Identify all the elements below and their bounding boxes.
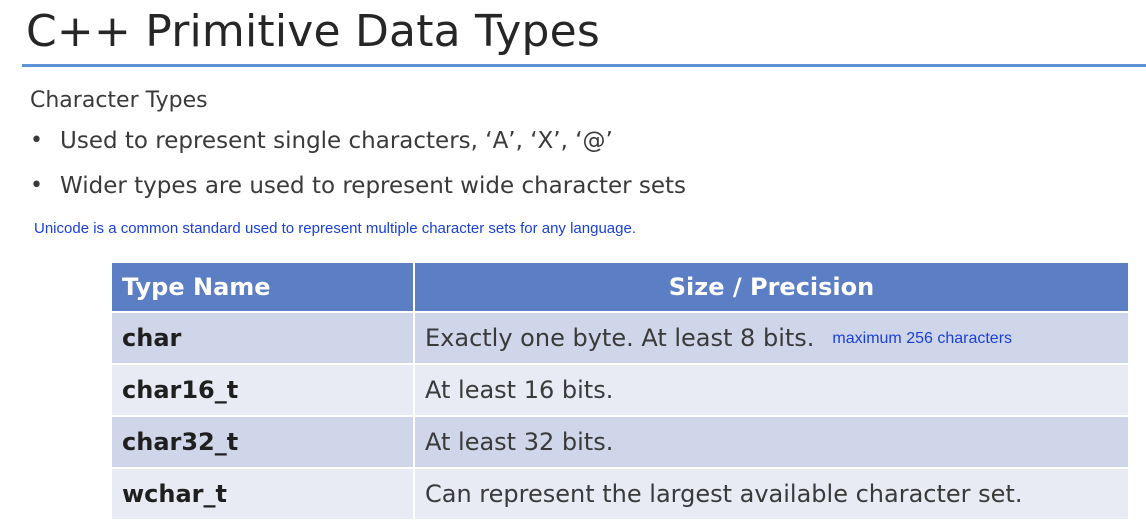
section-subtitle: Character Types	[30, 88, 208, 113]
bullet-dot-icon: •	[30, 173, 43, 198]
header-size-precision: Size / Precision	[414, 263, 1128, 312]
bullet-text: Wider types are used to represent wide c…	[60, 173, 687, 199]
table-row: char16_t At least 16 bits.	[112, 363, 1128, 416]
size-text: At least 32 bits.	[425, 428, 614, 456]
table-row: char Exactly one byte. At least 8 bits. m…	[112, 311, 1128, 364]
size-text: Can represent the largest available char…	[425, 480, 1023, 508]
size-cell: Exactly one byte. At least 8 bits. maximu…	[414, 311, 1128, 364]
bullet-item: • Used to represent single characters, ‘…	[30, 128, 686, 154]
header-type-name: Type Name	[112, 263, 415, 312]
bullet-text: Used to represent single characters, ‘A’…	[60, 128, 613, 154]
size-text: Exactly one byte. At least 8 bits.	[425, 324, 815, 352]
type-name-cell: char	[112, 311, 415, 364]
size-cell: At least 16 bits.	[414, 363, 1128, 416]
bullet-item: • Wider types are used to represent wide…	[30, 173, 686, 199]
table-row: wchar_t Can represent the largest availa…	[112, 467, 1128, 519]
char-max-annotation: maximum 256 characters	[832, 330, 1013, 347]
type-name-cell: char32_t	[112, 415, 415, 468]
character-types-table: Type Name Size / Precision char Exactly …	[112, 263, 1128, 519]
table-row: char32_t At least 32 bits.	[112, 415, 1128, 468]
table-header-row: Type Name Size / Precision	[112, 263, 1128, 312]
type-name-cell: wchar_t	[112, 467, 415, 519]
types-table: Type Name Size / Precision char Exactly …	[112, 263, 1128, 519]
bullet-list: • Used to represent single characters, ‘…	[30, 128, 686, 218]
slide-title: C++ Primitive Data Types	[26, 6, 601, 57]
title-underline	[22, 64, 1146, 67]
type-name-cell: char16_t	[112, 363, 415, 416]
unicode-annotation: Unicode is a common standard used to rep…	[34, 220, 636, 237]
size-text: At least 16 bits.	[425, 376, 614, 404]
size-cell: Can represent the largest available char…	[414, 467, 1128, 519]
bullet-dot-icon: •	[30, 128, 43, 153]
size-cell: At least 32 bits.	[414, 415, 1128, 468]
